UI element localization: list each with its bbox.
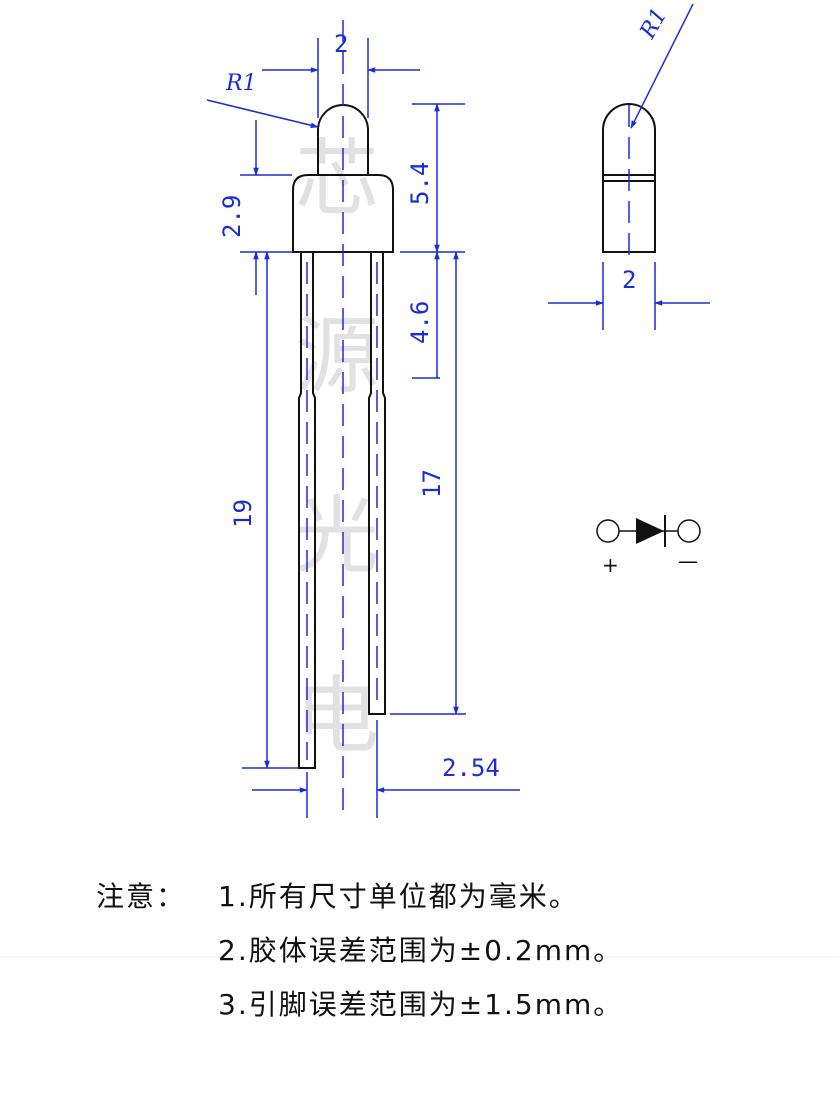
note-item-2: 2.胶体误差范围为±0.2mm。 bbox=[218, 934, 623, 967]
lead-anode bbox=[298, 252, 316, 769]
front-flange bbox=[292, 174, 394, 253]
dim-lead-pitch: 2.54 bbox=[442, 754, 500, 782]
dim-shoulder-height: 4.6 bbox=[406, 301, 434, 344]
side-dimensions bbox=[548, 3, 710, 330]
dim-dome-radius: R1 bbox=[225, 71, 257, 96]
watermark-char-2: 源 bbox=[295, 307, 379, 405]
dim-short-lead: 17 bbox=[418, 469, 446, 498]
notes-label: 注意： bbox=[96, 880, 186, 913]
dim-side-width: 2 bbox=[622, 266, 636, 294]
dim-long-lead: 19 bbox=[229, 499, 257, 528]
note-item-3: 3.引脚误差范围为±1.5mm。 bbox=[218, 988, 623, 1021]
watermark-char-3: 光 bbox=[295, 487, 379, 585]
watermark-char-1: 芯 bbox=[295, 130, 379, 228]
watermark-char-4: 电 bbox=[295, 667, 379, 765]
dim-dome-width: 2 bbox=[334, 30, 348, 58]
note-item-1: 1.所有尺寸单位都为毫米。 bbox=[218, 880, 579, 913]
lead-cathode bbox=[368, 252, 386, 715]
front-centerlines bbox=[306, 20, 378, 812]
dim-body-height: 5.4 bbox=[406, 162, 434, 205]
led-schematic-symbol bbox=[596, 515, 701, 547]
side-body bbox=[602, 103, 656, 253]
watermark: 芯 源 光 电 bbox=[295, 130, 379, 765]
dim-flange-height: 2.9 bbox=[218, 195, 246, 238]
front-view bbox=[292, 104, 394, 769]
cathode-sign: — bbox=[678, 549, 698, 573]
anode-terminal bbox=[596, 519, 620, 543]
front-dimensions bbox=[206, 38, 520, 818]
diode-triangle bbox=[636, 518, 664, 544]
dim-side-radius: R1 bbox=[635, 4, 672, 44]
cathode-terminal bbox=[677, 519, 701, 543]
notes-block: 注意： 1.所有尺寸单位都为毫米。 2.胶体误差范围为±0.2mm。 3.引脚误… bbox=[96, 880, 623, 1021]
anode-sign: + bbox=[602, 553, 619, 577]
